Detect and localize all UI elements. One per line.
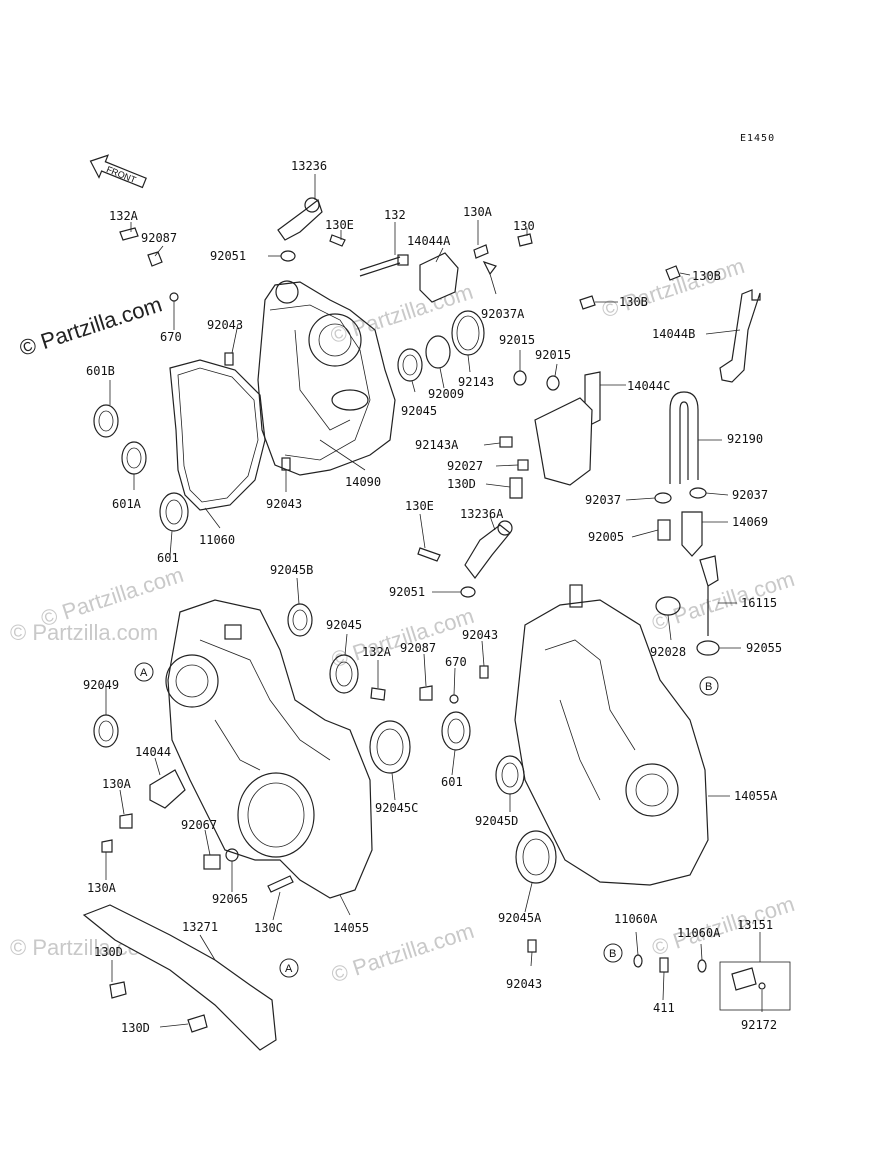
watermark-text-dark: © Partzilla.com	[16, 291, 165, 361]
callout-a: A	[140, 667, 148, 679]
part-label: 92190	[727, 432, 763, 446]
part-label: 92037A	[481, 307, 525, 321]
part-label: 92055	[746, 641, 782, 655]
part-label: 130C	[254, 921, 283, 935]
front-arrow-icon: FRONT	[89, 154, 147, 189]
part-label: 14044	[135, 745, 171, 759]
breather-assembly	[499, 265, 761, 656]
part-label: 670	[445, 655, 467, 669]
watermark-text: © Partzilla.com	[599, 253, 748, 323]
part-label: 92045B	[270, 563, 313, 577]
part-label: 92087	[400, 641, 436, 655]
part-label: 13236A	[460, 507, 504, 521]
part-label: 92015	[499, 333, 535, 347]
left-crankcase	[93, 520, 513, 899]
part-label: 92037	[585, 493, 621, 507]
part-label: 11060A	[677, 926, 721, 940]
leader-lines	[105, 174, 763, 1028]
part-label: 92051	[389, 585, 425, 599]
part-label: 92045	[326, 618, 362, 632]
part-label: 92043	[506, 977, 542, 991]
part-label: 670	[160, 330, 182, 344]
part-label: 132	[384, 208, 406, 222]
part-label: 92027	[447, 459, 483, 473]
part-label: 130A	[87, 881, 117, 895]
right-crankcase	[495, 584, 791, 1011]
part-label: 132A	[362, 645, 392, 659]
part-label: 130A	[463, 205, 493, 219]
watermark-text: © Partzilla.com	[649, 891, 798, 961]
part-label: 92043	[207, 318, 243, 332]
callout-b: B	[609, 948, 616, 960]
part-label: 130B	[692, 269, 721, 283]
diagram-code: E1450	[740, 133, 775, 144]
part-label: 92045C	[375, 801, 418, 815]
part-label: 130D	[121, 1021, 150, 1035]
part-label: 13271	[182, 920, 218, 934]
part-label: 92143A	[415, 438, 459, 452]
part-label: 130A	[102, 777, 132, 791]
part-label: 92045D	[475, 814, 518, 828]
upper-cover-assembly	[93, 197, 533, 532]
part-label: 601A	[112, 497, 142, 511]
part-label: 601B	[86, 364, 115, 378]
part-label: 132A	[109, 209, 139, 223]
part-label: 14055A	[734, 789, 778, 803]
part-label: 130D	[94, 945, 123, 959]
part-label: 130E	[325, 218, 354, 232]
part-label: 14055	[333, 921, 369, 935]
part-label: 13236	[291, 159, 327, 173]
part-label: 14069	[732, 515, 768, 529]
part-label: 92037	[732, 488, 768, 502]
part-label: 11060	[199, 533, 235, 547]
part-label: 92005	[588, 530, 624, 544]
part-label: 130B	[619, 295, 648, 309]
part-label: 13151	[737, 918, 773, 932]
part-label: 16115	[741, 596, 777, 610]
part-label: 130E	[405, 499, 434, 513]
part-label: 92043	[462, 628, 498, 642]
part-label: 411	[653, 1001, 675, 1015]
part-label: 14044A	[407, 234, 451, 248]
bottom-guard	[82, 904, 277, 1051]
part-label: 11060A	[614, 912, 658, 926]
part-label: 130	[513, 219, 535, 233]
part-label: 92045A	[498, 911, 542, 925]
part-label: 92172	[741, 1018, 777, 1032]
front-label: FRONT	[105, 164, 138, 185]
part-label: 130D	[447, 477, 476, 491]
part-label: 92049	[83, 678, 119, 692]
part-label: 92009	[428, 387, 464, 401]
part-label: 92051	[210, 249, 246, 263]
part-label: 92087	[141, 231, 177, 245]
part-labels: 13236 132A 92087 670 130E 92051 132 130A…	[83, 159, 782, 1035]
callout-a: A	[285, 963, 293, 975]
part-label: 601	[441, 775, 463, 789]
part-label: 92143	[458, 375, 494, 389]
part-label: 601	[157, 551, 179, 565]
part-label: 92043	[266, 497, 302, 511]
part-label: 92065	[212, 892, 248, 906]
callout-b: B	[705, 681, 712, 693]
part-label: 14044C	[627, 379, 670, 393]
part-label: 92045	[401, 404, 437, 418]
part-label: 14090	[345, 475, 381, 489]
callouts: A B B A	[134, 662, 719, 978]
part-label: 92067	[181, 818, 217, 832]
part-label: 92028	[650, 645, 686, 659]
watermark-text: © Partzilla.com	[10, 620, 158, 645]
part-label: 14044B	[652, 327, 695, 341]
part-label: 92015	[535, 348, 571, 362]
